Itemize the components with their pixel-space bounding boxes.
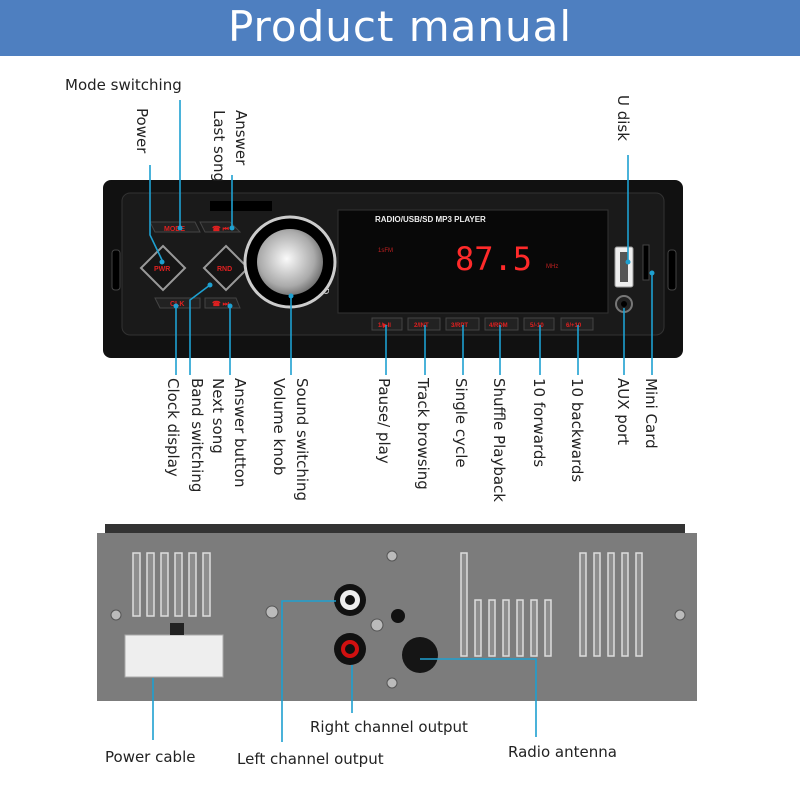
label-mini-card: Mini Card [642, 378, 660, 449]
page-title: Product manual [227, 2, 573, 51]
svg-text:1/▶II: 1/▶II [378, 322, 391, 329]
label-power-cable: Power cable [105, 748, 196, 766]
preset-5-minus10-button[interactable]: 5/-10 [523, 317, 555, 331]
svg-text:3/RPT: 3/RPT [451, 323, 468, 329]
rca-right-red [334, 633, 366, 665]
label-answer: Answer [232, 110, 250, 166]
svg-text:6/+10: 6/+10 [566, 323, 582, 329]
label-radio-antenna: Radio antenna [508, 743, 617, 761]
preset-1-pause-play-button[interactable]: 1/▶II [371, 317, 403, 331]
sd-card-slot[interactable] [642, 244, 650, 281]
label-sound-switching: Sound switching [293, 378, 311, 502]
label-last-song: Last song [210, 110, 228, 183]
label-power: Power [133, 108, 151, 154]
label-u-disk: U disk [614, 95, 632, 141]
label-next-song: Next song [209, 378, 227, 454]
label-single-cycle: Single cycle [452, 378, 470, 468]
rnd-button[interactable]: RND [202, 244, 250, 292]
label-band-switching: Band switching [188, 378, 206, 493]
label-pause-play: Pause/ play [375, 378, 393, 464]
preset-6-plus10-button[interactable]: 6/+10 [560, 317, 594, 331]
svg-text:RND: RND [217, 266, 232, 273]
band-indicator: 1sFM [378, 248, 393, 254]
next-answer-button[interactable]: ☎ ⏭ [204, 297, 241, 309]
callout-dots [159, 225, 655, 309]
rear-panel [97, 524, 697, 701]
label-track-browsing: Track browsing [414, 378, 432, 490]
svg-text:PWR: PWR [154, 266, 170, 273]
label-volume-knob: Volume knob [270, 378, 288, 476]
label-10-backwards: 10 backwards [568, 378, 586, 483]
label-answer-button: Answer button [231, 378, 249, 488]
rear-callout-lines [152, 600, 537, 742]
front-panel: RADIO/USB/SD MP3 PLAYER 1sFM 87.5 MHz SD… [103, 180, 683, 358]
label-left-channel-output: Left channel output [237, 750, 384, 768]
label-mode-switching: Mode switching [65, 76, 182, 94]
frequency-readout: 87.5 [455, 240, 532, 278]
rca-left-white [334, 584, 366, 616]
svg-text:4/RDM: 4/RDM [489, 323, 508, 329]
preset-buttons: 1/▶II 2/INT 3/RPT 4/RDM 5/-10 6/+10 [371, 317, 594, 331]
label-10-forwards: 10 forwards [530, 378, 548, 468]
antenna-socket [402, 637, 438, 673]
callout-lines [149, 100, 653, 375]
frequency-unit: MHz [546, 264, 558, 270]
svg-text:5/-10: 5/-10 [530, 323, 544, 329]
mode-button[interactable]: MODE [149, 221, 201, 233]
svg-text:MODE: MODE [164, 226, 185, 233]
volume-knob[interactable] [243, 215, 337, 309]
lcd-display [337, 209, 609, 314]
svg-text:2/INT: 2/INT [414, 323, 429, 329]
usb-port[interactable] [614, 246, 634, 288]
preset-4-rdm-button[interactable]: 4/RDM [484, 317, 519, 331]
pwr-button[interactable]: PWR [139, 244, 187, 292]
label-clock-display: Clock display [164, 378, 182, 477]
svg-text:☎ ⏭: ☎ ⏭ [212, 300, 230, 308]
svg-text:☎ ⏮: ☎ ⏮ [212, 225, 230, 233]
label-aux-port: AUX port [614, 378, 632, 446]
preset-3-rpt-button[interactable]: 3/RPT [445, 317, 480, 331]
label-shuffle-playback: Shuffle Playback [490, 378, 508, 502]
preset-2-int-button[interactable]: 2/INT [407, 317, 441, 331]
label-right-channel-output: Right channel output [310, 718, 468, 736]
power-connector [124, 623, 224, 678]
header-bar: Product manual [0, 0, 800, 56]
display-title: RADIO/USB/SD MP3 PLAYER [375, 215, 486, 224]
